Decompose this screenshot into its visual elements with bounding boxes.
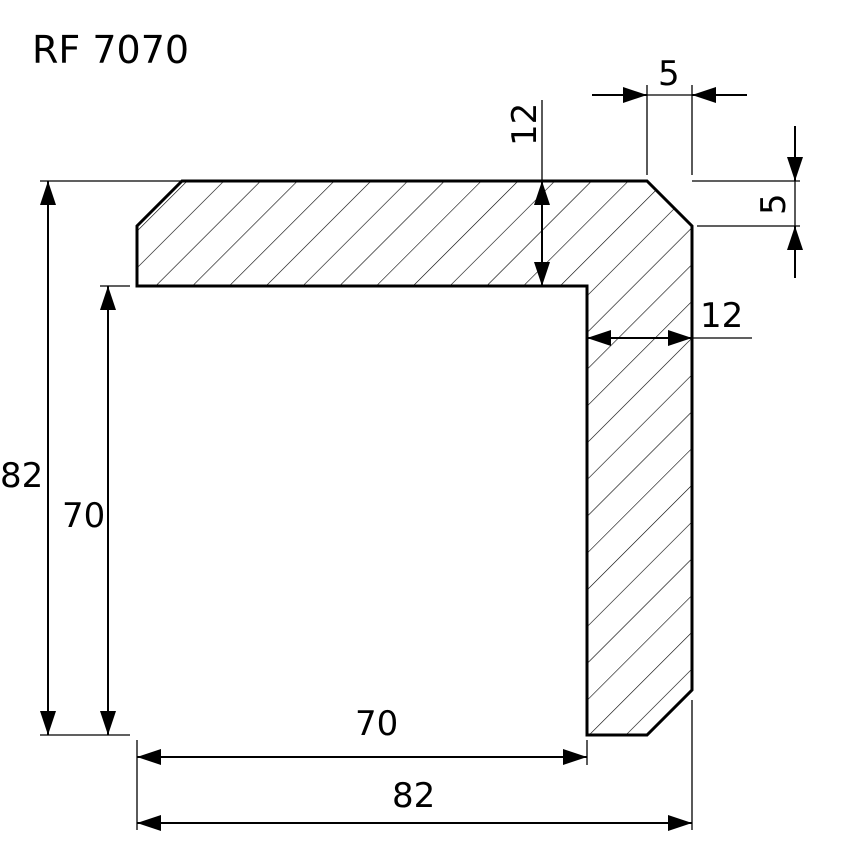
drawing-title: RF 7070 bbox=[32, 28, 190, 72]
dim-overall-height: 82 bbox=[0, 456, 43, 496]
dim-side-thickness: 12 bbox=[700, 296, 743, 336]
angle-profile bbox=[135, 179, 694, 737]
dim-top-thickness: 12 bbox=[505, 103, 545, 146]
dim-inner-width: 70 bbox=[355, 704, 398, 744]
dim-inner-height: 70 bbox=[62, 496, 105, 536]
dimension-lines bbox=[40, 87, 803, 831]
dim-overall-width: 82 bbox=[392, 776, 435, 816]
dim-chamfer-horizontal: 5 bbox=[658, 54, 680, 94]
dim-chamfer-vertical: 5 bbox=[754, 193, 794, 215]
